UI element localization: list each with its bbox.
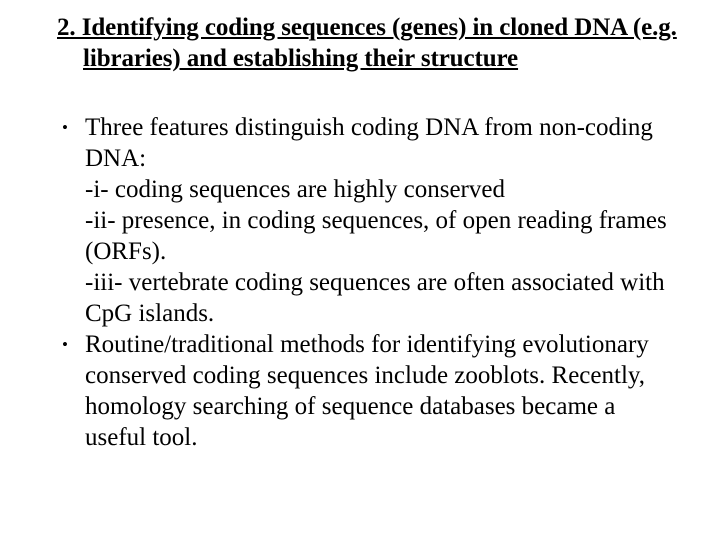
- sub-list-item-i: -i- coding sequences are highly conserve…: [85, 176, 505, 203]
- sub-list-item-ii: -ii- presence, in coding sequences, of o…: [85, 207, 667, 265]
- list-item-label: Three features distinguish coding DNA fr…: [85, 114, 653, 172]
- list-item: • Three features distinguish coding DNA …: [57, 112, 672, 174]
- page-title: 2. Identifying coding sequences (genes) …: [57, 14, 677, 72]
- list-item-label: Routine/traditional methods for identify…: [85, 331, 649, 451]
- slide-body: • Three features distinguish coding DNA …: [57, 112, 672, 453]
- sub-list-item-iii: -iii- vertebrate coding sequences are of…: [85, 269, 665, 327]
- bullet-icon: •: [62, 335, 68, 354]
- list-item: • Routine/traditional methods for identi…: [57, 329, 672, 453]
- bullet-icon: •: [62, 118, 68, 137]
